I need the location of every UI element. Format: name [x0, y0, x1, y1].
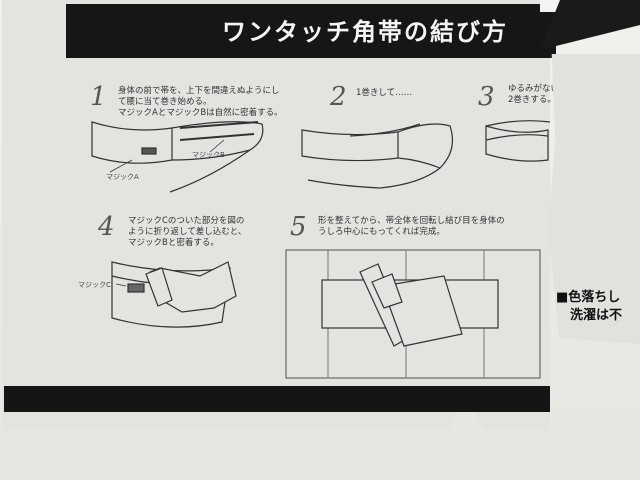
instruction-sheet	[2, 0, 550, 430]
sheet-title: ワンタッチ角帯の結び方	[222, 17, 508, 46]
step-3-number: 3	[478, 82, 495, 112]
step-1-text: 身体の前で帯を、上下を間違えぬようにし て腰に当て巻き始める。 マジックAとマジ…	[118, 86, 283, 118]
step-1-number: 1	[90, 82, 107, 112]
step-1-belt-drawing	[91, 121, 264, 193]
torn-sheet-piece	[548, 54, 640, 344]
step-4-text: マジックCのついた部分を図の ように折り返して差し込むと、 マジックBと密着する…	[128, 216, 247, 248]
step-5-text: 形を整えてから、帯全体を回転し結び目を身体の うしろ中心にもってくれば完成。	[318, 216, 505, 237]
step-4-number: 4	[98, 212, 115, 242]
step-4-belt-drawing	[111, 261, 237, 328]
magic-a-label: マジックA	[106, 173, 139, 181]
step-2-number: 2	[330, 82, 347, 112]
footer-band	[4, 386, 550, 412]
header-band	[66, 4, 556, 58]
step-3-belt-drawing	[485, 120, 551, 162]
step-2-text: 1巻きして……	[356, 88, 413, 98]
magic-b-label: マジックB	[192, 151, 225, 159]
side-note-line-1: ■色落ちし	[556, 290, 621, 305]
side-note-line-2: 洗濯は不	[570, 308, 623, 323]
step-5-number: 5	[290, 212, 307, 242]
magic-c-label: マジックC	[78, 281, 111, 289]
step-2-belt-drawing	[301, 123, 453, 189]
step-5-knot-drawing	[285, 249, 541, 379]
